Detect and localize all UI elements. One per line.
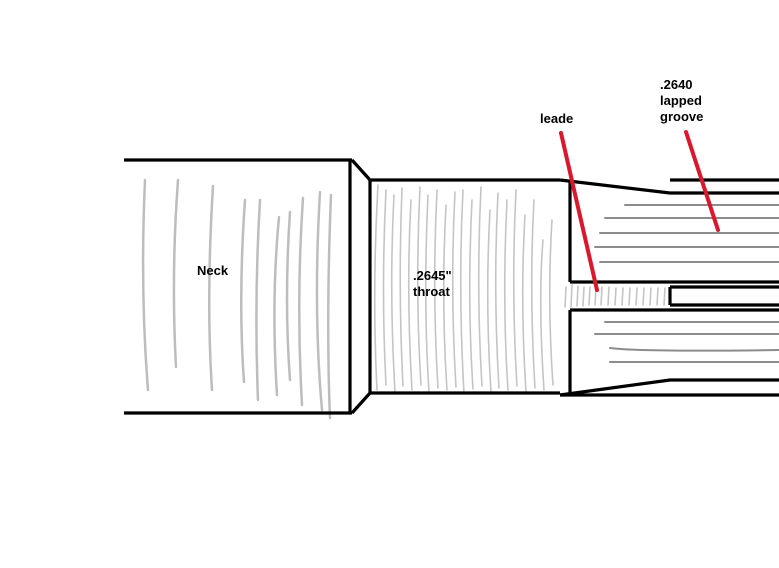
groove-label: .2640 lapped groove (660, 77, 703, 125)
leade-pointer (559, 131, 599, 292)
groove-label-line-1: .2640 (660, 77, 693, 92)
leade-shading (564, 284, 666, 308)
bore-groove-lines (594, 204, 779, 363)
leade-label: leade (540, 111, 574, 126)
neck-label: Neck (197, 263, 229, 278)
throat-label-line-1: .2645" (413, 268, 452, 283)
throat-shading (373, 184, 554, 394)
throat-label-line-2: throat (413, 284, 450, 299)
chamber-outline (124, 158, 779, 415)
groove-pointer (684, 130, 720, 232)
pointer-lines (559, 130, 720, 292)
neck-shading (141, 178, 333, 420)
groove-label-line-3: groove (660, 109, 704, 124)
throat-label: .2645" throat (413, 268, 452, 300)
groove-label-line-2: lapped (660, 93, 702, 108)
